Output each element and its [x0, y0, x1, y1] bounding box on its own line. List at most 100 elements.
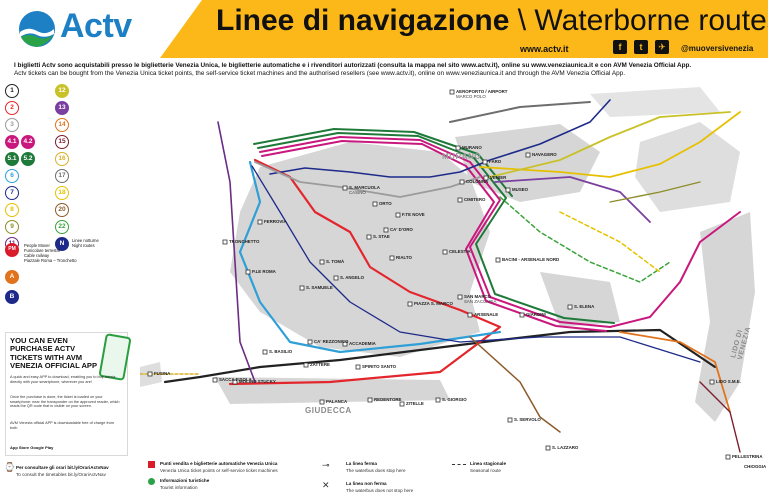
- stop-label[interactable]: COLONNA: [466, 179, 489, 184]
- stop-label[interactable]: CA' REZZONICO: [314, 339, 349, 344]
- stop-label[interactable]: S. BASILIO: [269, 349, 293, 354]
- stop-marker[interactable]: [212, 377, 218, 383]
- telegram-icon[interactable]: ✈: [655, 40, 669, 54]
- stop-marker[interactable]: [725, 454, 731, 460]
- stop-label[interactable]: CA' D'ORO: [390, 227, 413, 232]
- stop-label[interactable]: S. LAZZARO: [552, 445, 579, 450]
- stop-marker[interactable]: [709, 379, 715, 385]
- stop-marker[interactable]: [395, 212, 401, 218]
- stop-label[interactable]: S. ELENA: [574, 304, 595, 309]
- stop-label[interactable]: S. STAE: [373, 234, 390, 239]
- stop-label[interactable]: RIALTO: [396, 255, 412, 260]
- app-promo-box[interactable]: YOU CAN EVEN PURCHASE ACTV TICKETS WITH …: [5, 332, 132, 456]
- stop-marker[interactable]: [442, 249, 448, 255]
- stop-marker[interactable]: [222, 239, 228, 245]
- stop-marker[interactable]: [147, 371, 153, 377]
- stop-marker[interactable]: [495, 257, 501, 263]
- stop-label[interactable]: F.TE NOVE: [402, 212, 425, 217]
- stop-label[interactable]: FARO: [489, 159, 502, 164]
- stop-label[interactable]: TRONCHETTO: [229, 239, 260, 244]
- stop-marker[interactable]: [519, 312, 525, 318]
- stop-marker[interactable]: [383, 227, 389, 233]
- stop-marker[interactable]: [257, 219, 263, 225]
- stop-marker[interactable]: [342, 341, 348, 347]
- stop-marker[interactable]: [245, 269, 251, 275]
- stop-label[interactable]: ZATTERE: [310, 362, 330, 367]
- stop-marker[interactable]: [545, 445, 551, 451]
- timetable-italian[interactable]: Per consultare gli orari bit.ly/OrariAct…: [16, 465, 109, 470]
- stop-marker[interactable]: [372, 201, 378, 207]
- stop-label[interactable]: MOLINO STUCKY: [239, 379, 276, 384]
- stop-marker[interactable]: [299, 285, 305, 291]
- stop-marker[interactable]: [467, 312, 473, 318]
- stop-label[interactable]: ORTO: [379, 201, 392, 206]
- stop-label[interactable]: NAVAGERO: [532, 152, 557, 157]
- stop-marker[interactable]: [435, 397, 441, 403]
- stop-marker[interactable]: [507, 417, 513, 423]
- stop-marker[interactable]: [333, 275, 339, 281]
- stop-marker[interactable]: [455, 145, 461, 151]
- stop-label[interactable]: S. SERVOLO: [514, 417, 541, 422]
- stop-label[interactable]: LIDO S.M.E.: [716, 379, 741, 384]
- stop-label[interactable]: PELLESTRINA: [732, 454, 763, 459]
- twitter-icon[interactable]: t: [634, 40, 648, 54]
- stop-marker[interactable]: [342, 185, 348, 191]
- timetable-english[interactable]: To consult the timetables bit.ly/OrariAc…: [16, 472, 106, 477]
- stop-label[interactable]: CELESTIA: [449, 249, 471, 254]
- facebook-icon[interactable]: f: [613, 40, 627, 54]
- stop-label[interactable]: VENIER: [490, 175, 507, 180]
- stop-label[interactable]: FERROVIA: [264, 219, 287, 224]
- stop-label[interactable]: REDENTORE: [374, 397, 402, 402]
- stop-label[interactable]: S. TOMÀ: [326, 259, 345, 264]
- stop-marker[interactable]: [232, 379, 238, 385]
- stop-marker[interactable]: [319, 399, 325, 405]
- stop-marker[interactable]: [457, 197, 463, 203]
- stop-label[interactable]: GIARDINI: [526, 312, 546, 317]
- stop-english: The waterbus does stop here: [346, 468, 406, 473]
- stop-marker[interactable]: [407, 301, 413, 307]
- stop-marker[interactable]: [366, 234, 372, 240]
- stop-label[interactable]: MUSEO: [512, 187, 529, 192]
- stop-label[interactable]: AEROPORTO / AIRPORT: [456, 89, 508, 94]
- stop-marker[interactable]: [303, 362, 309, 368]
- stop-marker[interactable]: [449, 89, 455, 95]
- stop-label[interactable]: S. MARCUOLA: [349, 185, 380, 190]
- stop-marker[interactable]: [459, 179, 465, 185]
- stop-label[interactable]: PIAZZA S. MARCO: [414, 301, 453, 306]
- stop-label[interactable]: S. ANGELO: [340, 275, 364, 280]
- stop-marker[interactable]: [389, 255, 395, 261]
- stop-marker[interactable]: [307, 339, 313, 345]
- stop-label[interactable]: SPIRITO SANTO: [362, 364, 396, 369]
- stop-label[interactable]: S. GIORGIO: [442, 397, 467, 402]
- legend-line-9: 9: [5, 220, 19, 234]
- stop-label[interactable]: MURANO: [462, 145, 482, 150]
- stop-label[interactable]: SAN MARCO: [464, 294, 492, 299]
- stop-marker[interactable]: [262, 349, 268, 355]
- stop-label[interactable]: S. SAMUELE: [306, 285, 333, 290]
- stop-label[interactable]: CHIOGGIA: [744, 464, 767, 469]
- stop-label[interactable]: ARSENALE: [474, 312, 499, 317]
- stop-marker[interactable]: [525, 152, 531, 158]
- stop-marker[interactable]: [399, 401, 405, 407]
- stop-label[interactable]: CIMITERO: [464, 197, 486, 202]
- stop-marker[interactable]: [567, 304, 573, 310]
- stop-marker[interactable]: [482, 159, 488, 165]
- stop-label[interactable]: P.LE ROMA: [252, 269, 276, 274]
- social-handle[interactable]: @muoversivenezia: [681, 44, 754, 53]
- stop-label[interactable]: FUSINA: [154, 371, 171, 376]
- ticket-point-icon: [148, 461, 155, 468]
- stop-marker[interactable]: [457, 294, 463, 300]
- stop-marker[interactable]: [505, 187, 511, 193]
- stop-label[interactable]: ZITELLE: [406, 401, 424, 406]
- stop-marker[interactable]: [367, 397, 373, 403]
- stop-marker[interactable]: [319, 259, 325, 265]
- stop-label[interactable]: SACCA FISOLA: [219, 377, 252, 382]
- stop-label[interactable]: ACCADEMIA: [349, 341, 376, 346]
- stop-label[interactable]: BACINI - ARSENALE NORD: [502, 257, 560, 262]
- app-store-badges[interactable]: App Store Google Play: [10, 445, 54, 450]
- site-url[interactable]: www.actv.it: [520, 44, 569, 54]
- stop-marker[interactable]: [483, 175, 489, 181]
- brand-name: Actv: [60, 7, 132, 45]
- stop-marker[interactable]: [355, 364, 361, 370]
- stop-label[interactable]: PALANCA: [326, 399, 348, 404]
